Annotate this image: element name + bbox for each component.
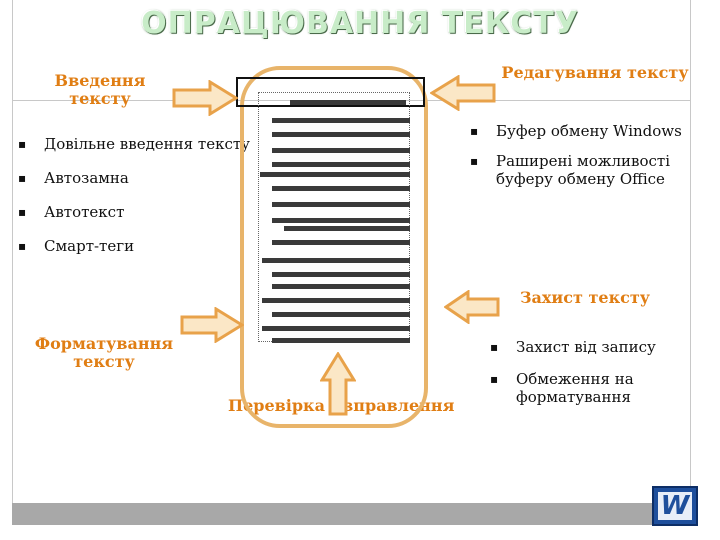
document-page <box>258 92 410 342</box>
label-format-text: Форматування тексту <box>34 334 174 371</box>
document-line <box>272 118 410 123</box>
list-item: Автотекст <box>18 203 268 221</box>
document-line <box>262 326 410 331</box>
edit-list: Буфер обмену Windows Раширені можливості… <box>470 122 690 204</box>
label-edit-text: Редагування тексту <box>501 63 689 82</box>
list-item: Обмеження на форматування <box>490 370 690 406</box>
bottom-bar <box>12 503 690 525</box>
list-item: Довільне введення тексту <box>18 135 268 153</box>
document-line <box>272 132 410 137</box>
document-line <box>260 172 410 177</box>
label-input-text: Введення тексту <box>54 71 146 108</box>
protect-list: Захист від запису Обмеження на форматува… <box>490 338 690 422</box>
list-item: Смарт-теги <box>18 237 268 255</box>
arrow-right-format-icon <box>180 307 244 343</box>
document-line <box>262 298 410 303</box>
document-line <box>272 148 410 153</box>
frame-right-line <box>690 0 691 525</box>
list-item: Автозамна <box>18 169 268 187</box>
document-line <box>272 338 410 343</box>
document-frame <box>240 66 428 428</box>
list-item: Захист від запису <box>490 338 690 356</box>
document-line <box>272 202 410 207</box>
document-line <box>272 218 410 223</box>
document-line <box>272 272 410 277</box>
document-line <box>262 258 410 263</box>
list-item: Буфер обмену Windows <box>470 122 690 140</box>
list-item: Раширені можливості буферу обмену Office <box>470 152 690 188</box>
frame-left-line <box>12 0 13 525</box>
arrow-up-check-icon <box>320 352 356 416</box>
arrow-left-edit-icon <box>430 75 496 111</box>
document-line <box>290 100 406 105</box>
arrow-right-input-icon <box>172 80 238 116</box>
word-logo-icon[interactable]: W <box>652 486 698 526</box>
label-protect-text: Захист тексту <box>519 288 651 307</box>
document-line <box>272 312 410 317</box>
document-line <box>284 226 410 231</box>
document-line <box>272 186 410 191</box>
input-list: Довільне введення тексту Автозамна Автот… <box>18 135 268 271</box>
document-top-bar <box>236 77 425 107</box>
page-title: ОПРАЦЮВАННЯ ТЕКСТУ <box>141 6 579 41</box>
arrow-left-protect-icon <box>444 290 500 324</box>
document-line <box>272 284 410 289</box>
document-line <box>272 240 410 245</box>
document-line <box>272 162 410 167</box>
